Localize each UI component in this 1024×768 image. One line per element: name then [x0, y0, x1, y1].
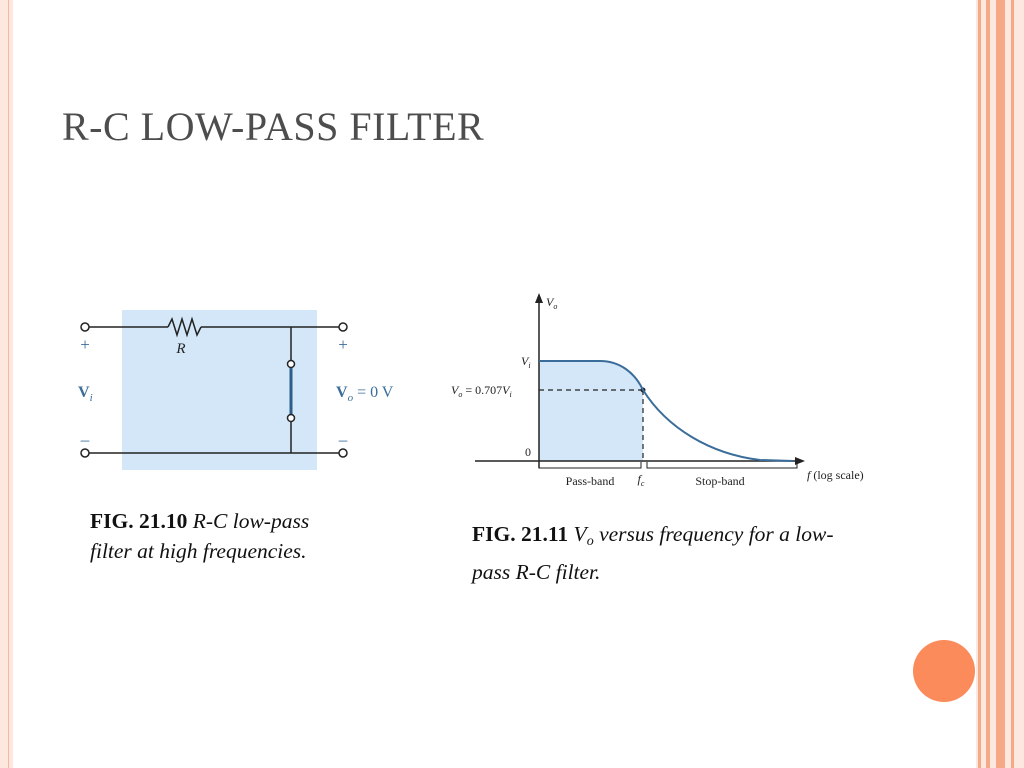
fig-21-10-caption: FIG. 21.10 R-C low-pass filter at high f… [90, 509, 310, 563]
right-stripe [1011, 0, 1014, 768]
pass-band-label: Pass-band [566, 474, 615, 488]
resistor-label: R [175, 341, 185, 357]
input-voltage-label: Vi [78, 384, 93, 404]
short-node [286, 359, 296, 369]
right-stripe [986, 0, 990, 768]
terminal [338, 322, 348, 332]
short-node [286, 413, 296, 423]
pass-band-bracket [538, 462, 642, 469]
response-curve [539, 360, 794, 462]
output-voltage-label: Vo = 0 V [336, 384, 394, 404]
fig-21-11-caption: FIG. 21.11 Vo versus frequency for a low… [472, 522, 834, 584]
y-axis-arrow [535, 293, 543, 303]
left-border-line [8, 0, 9, 768]
circuit-shaded-region [122, 310, 317, 470]
right-stripe [996, 0, 1005, 768]
accent-circle [913, 640, 975, 702]
minus-sign-right: – [338, 430, 348, 449]
right-stripe [978, 0, 981, 768]
frequency-response-graph: Vo Vi Vo = 0.707Vi 0 Pass-band Stop-band… [451, 293, 864, 488]
x-axis-label: f (log scale) [807, 468, 864, 482]
resistor-symbol [167, 316, 202, 338]
left-border [0, 0, 13, 768]
terminal [80, 322, 90, 332]
terminal [80, 448, 90, 458]
plus-sign-right: + [338, 335, 348, 354]
rc-circuit-diagram: R + + – – Vi Vo = 0 V [78, 310, 394, 470]
pass-band-fill [539, 361, 643, 461]
slide-title: R-C LOW-PASS FILTER [62, 104, 485, 149]
stop-band-label: Stop-band [695, 474, 744, 488]
tick-label-zero: 0 [525, 445, 531, 459]
y-axis-label: Vo [546, 295, 557, 311]
plus-sign-left: + [80, 335, 90, 354]
tick-label-vi: Vi [521, 354, 531, 370]
terminal [338, 448, 348, 458]
minus-sign-left: – [80, 430, 90, 449]
stop-band-bracket [646, 462, 798, 469]
tick-label-half-power: Vo = 0.707Vi [451, 383, 512, 399]
cutoff-label: fc [638, 472, 645, 488]
